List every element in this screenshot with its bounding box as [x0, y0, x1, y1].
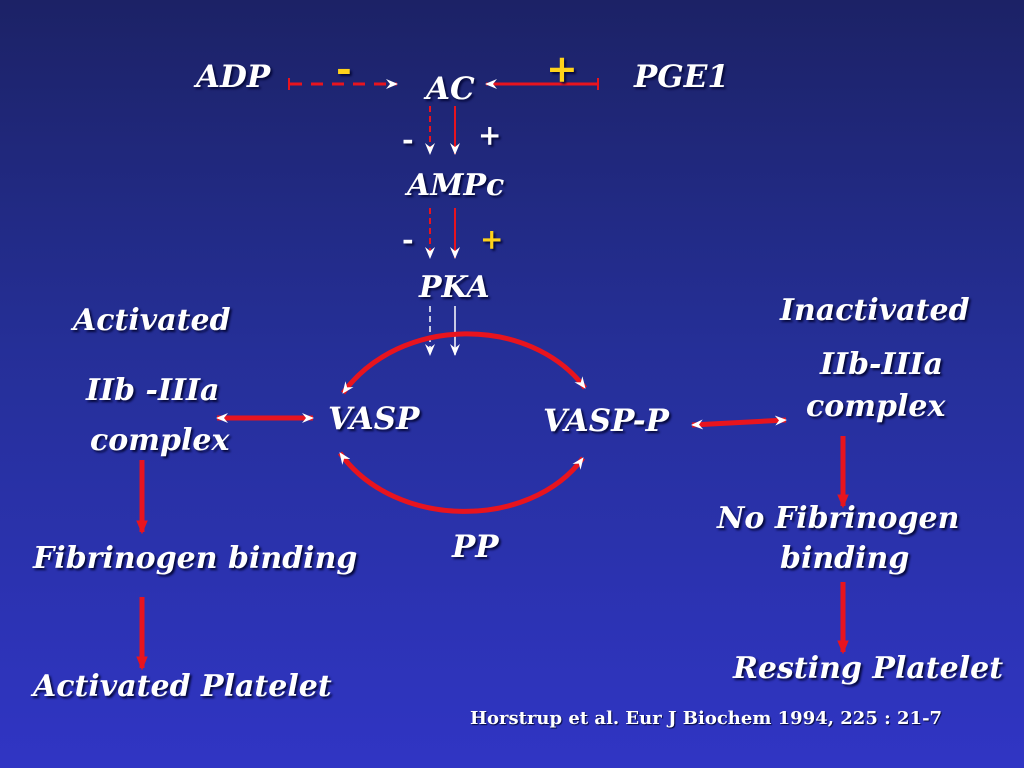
activated-platelet-label: Activated Platelet — [33, 669, 332, 704]
no-fibrinogen-line1: No Fibrinogen — [717, 501, 960, 536]
right-complex-line2: complex — [806, 389, 946, 424]
reference-citation: Horstrup et al. Eur J Biochem 1994, 225 … — [470, 708, 943, 729]
vasp-p-label: VASP-P — [543, 403, 669, 439]
right-complex-line1: IIb-IIIa — [820, 347, 944, 382]
pge1-label: PGE1 — [634, 59, 729, 95]
ampc-minus-sign: - — [402, 223, 414, 256]
fibrinogen-binding-label: Fibrinogen binding — [33, 541, 358, 576]
no-fibrinogen-line2: binding — [780, 541, 910, 576]
inactivated-label: Inactivated — [780, 293, 970, 328]
ac-minus-sign: - — [402, 123, 414, 156]
vaspp-right-complex-double-arrow — [691, 415, 787, 430]
adp-label: ADP — [196, 59, 271, 95]
activated-label: Activated — [73, 303, 231, 338]
resting-platelet-label: Resting Platelet — [733, 651, 1004, 686]
left-complex-line1: IIb -IIIa — [86, 373, 220, 408]
pp-label: PP — [452, 529, 499, 565]
cycle-upper-arc — [340, 331, 587, 395]
ampc-plus-sign: + — [480, 223, 504, 256]
adp-inhibit-sign: - — [336, 46, 352, 91]
cycle-lower-arc — [337, 451, 586, 514]
ac-plus-sign: + — [478, 119, 502, 152]
ac-label: AC — [426, 71, 475, 107]
ampc-label: AMPc — [407, 168, 505, 203]
left-complex-line2: complex — [90, 423, 230, 458]
vasp-label: VASP — [328, 401, 420, 437]
pge1-stimulate-sign: + — [546, 46, 578, 91]
pka-label: PKA — [419, 270, 490, 305]
